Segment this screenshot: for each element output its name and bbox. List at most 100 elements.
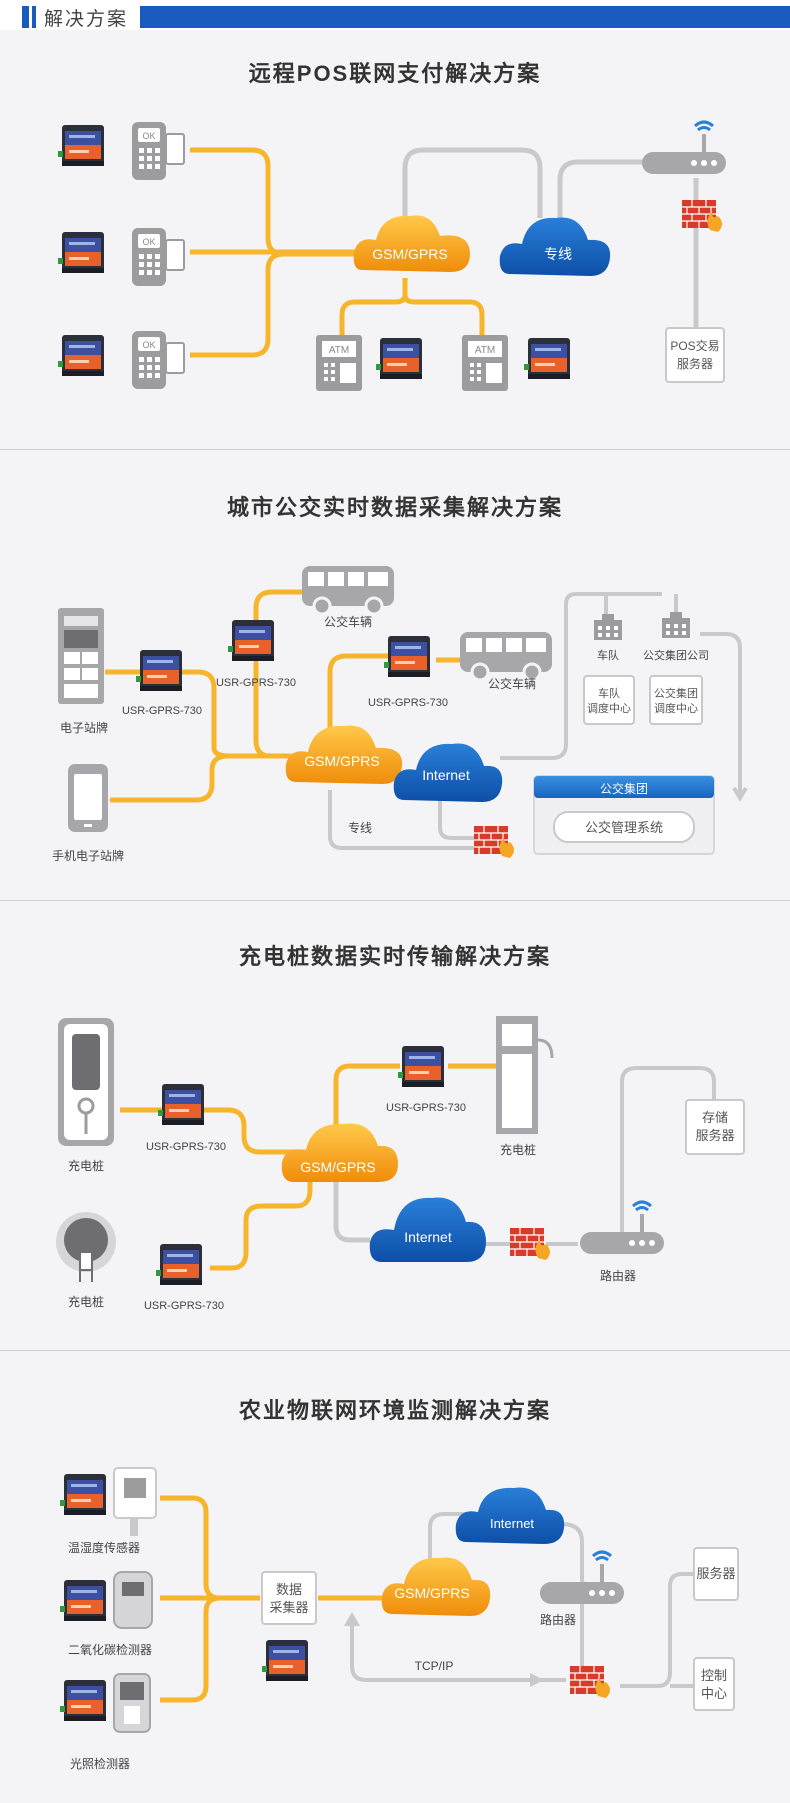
charger-socket-icon: [56, 1212, 116, 1282]
svg-text:公交集团: 公交集团: [654, 686, 698, 700]
bus-label: 公交车辆: [324, 614, 372, 629]
charger-label: 充电桩: [500, 1142, 536, 1157]
section1-links: [190, 147, 699, 358]
atm-icon: [316, 335, 362, 391]
sensor-light-label: 光照检测器: [70, 1756, 130, 1771]
building-icon: [594, 614, 622, 640]
pos-server-box: POS交易 服务器: [665, 327, 725, 383]
router-label: 路由器: [600, 1268, 636, 1283]
svg-text:控制: 控制: [701, 1668, 727, 1683]
dtu-device: [398, 1046, 444, 1087]
section-title-charger: 充电桩数据实时传输解决方案: [238, 944, 551, 969]
section-divider: [0, 900, 790, 901]
charger-pile-icon: [58, 1018, 114, 1146]
svg-text:POS交易: POS交易: [670, 338, 719, 353]
cloud-internet: Internet: [369, 1197, 486, 1262]
router-label: 路由器: [540, 1612, 576, 1627]
fleet-label: 车队: [597, 648, 619, 662]
svg-text:存储: 存储: [702, 1110, 728, 1125]
cloud-label: Internet: [490, 1516, 534, 1531]
cloud-label: GSM/GPRS: [304, 753, 379, 769]
cloud-internet: Internet: [455, 1487, 565, 1544]
panel-title: 公交集团: [600, 781, 648, 796]
bus-icon: [458, 630, 554, 682]
dtu-device: [262, 1640, 308, 1681]
section-title-bus: 城市公交实时数据采集解决方案: [226, 495, 563, 520]
line-label: 专线: [348, 820, 372, 835]
temp-humidity-sensor-icon: [113, 1467, 157, 1536]
dtu-device: [60, 1474, 106, 1515]
svg-text:服务器: 服务器: [696, 1566, 735, 1581]
phone-icon: [68, 764, 108, 832]
charger-label: 充电桩: [68, 1294, 104, 1309]
pos-terminal-icon: [131, 330, 185, 390]
section-title-agri: 农业物联网环境监测解决方案: [238, 1398, 551, 1423]
cloud-gsm-gprs: GSM/GPRS: [281, 1123, 398, 1182]
cloud-label: Internet: [422, 767, 470, 783]
section-divider: [0, 449, 790, 450]
cloud-label: GSM/GPRS: [372, 246, 447, 262]
data-collector-box: 数据 采集器: [261, 1571, 317, 1625]
router-icon: [640, 120, 728, 176]
dtu-device: [228, 620, 274, 661]
firewall-icon: [473, 825, 515, 859]
cloud-dedicated-line: 专线: [499, 217, 611, 276]
header: 解决方案: [0, 0, 790, 30]
cloud-gsm-gprs: GSM/GPRS: [285, 725, 403, 784]
svg-text:中心: 中心: [701, 1686, 727, 1701]
bus-label: 公交车辆: [488, 676, 536, 691]
pos-terminal-icon: [131, 121, 185, 181]
dtu-label: USR-GPRS-730: [368, 697, 448, 709]
firewall-icon: [569, 1665, 611, 1699]
dtu-device: [60, 1580, 106, 1621]
svg-text:服务器: 服务器: [695, 1128, 734, 1143]
control-center-box: 控制 中心: [693, 1657, 735, 1711]
bus-icon: [300, 564, 396, 616]
dtu-device: [384, 636, 430, 677]
section-title-pos: 远程POS联网支付解决方案: [248, 61, 542, 86]
building-icon: [662, 612, 690, 638]
light-detector-icon: [113, 1673, 151, 1733]
cloud-label: 专线: [544, 246, 572, 262]
dtu-label: USR-GPRS-730: [216, 677, 296, 689]
group-company-label: 公交集团公司: [643, 648, 709, 662]
cloud-label: Internet: [404, 1229, 452, 1245]
dtu-device: [58, 232, 104, 273]
charging-station-icon: [496, 1016, 554, 1134]
section4-links: [160, 1495, 694, 1703]
header-title: 解决方案: [44, 9, 129, 30]
cloud-gsm-gprs: GSM/GPRS: [381, 1557, 491, 1616]
dtu-device: [376, 338, 422, 379]
server-box: 服务器: [693, 1547, 739, 1601]
sensor-co2-label: 二氧化碳检测器: [68, 1642, 152, 1657]
header-accent-bar-thin: [32, 6, 36, 28]
section-divider: [0, 1350, 790, 1351]
dtu-device: [158, 1084, 204, 1125]
svg-text:车队: 车队: [598, 686, 620, 700]
group-dispatch-box: 公交集团 调度中心: [649, 675, 703, 725]
kiosk-label: 电子站牌: [60, 721, 108, 735]
pos-terminal-icon: [131, 227, 185, 287]
dtu-device: [136, 650, 182, 691]
header-accent-bar: [22, 6, 29, 28]
dtu-label: USR-GPRS-730: [386, 1102, 466, 1114]
svg-text:服务器: 服务器: [677, 356, 713, 371]
tcpip-label: TCP/IP: [415, 1659, 454, 1673]
dtu-device: [60, 1680, 106, 1721]
cloud-label: GSM/GPRS: [300, 1159, 375, 1175]
svg-text:调度中心: 调度中心: [654, 701, 698, 715]
fleet-dispatch-box: 车队 调度中心: [583, 675, 635, 725]
dtu-device: [58, 335, 104, 376]
atm-icon: [462, 335, 508, 391]
dtu-label: USR-GPRS-730: [146, 1141, 226, 1153]
dtu-device: [156, 1244, 202, 1285]
firewall-icon: [681, 199, 723, 233]
dtu-device: [58, 125, 104, 166]
storage-server-box: 存储 服务器: [685, 1099, 745, 1155]
svg-text:调度中心: 调度中心: [587, 701, 631, 715]
dtu-device: [524, 338, 570, 379]
dtu-label: USR-GPRS-730: [144, 1300, 224, 1312]
firewall-icon: [509, 1227, 551, 1261]
kiosk-icon: [58, 608, 104, 704]
